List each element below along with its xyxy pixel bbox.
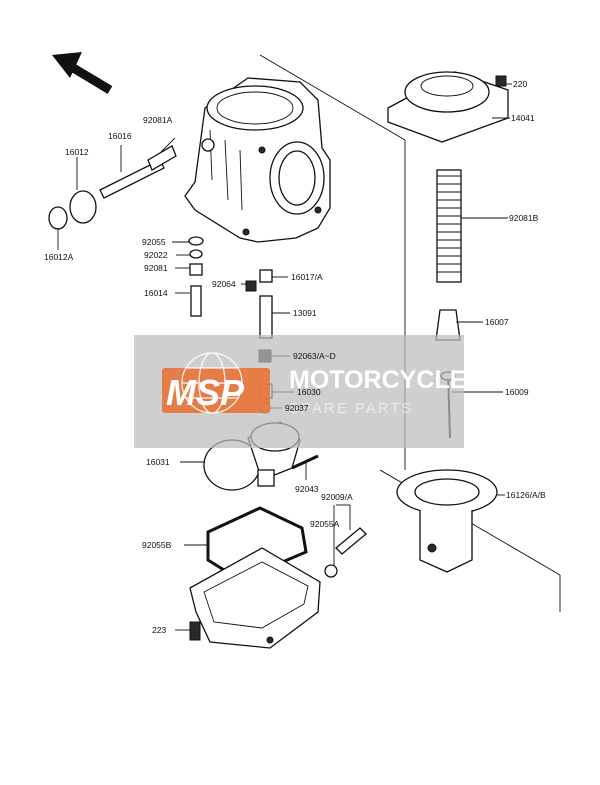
watermark-logo: MSP: [166, 372, 245, 413]
label-92055: 92055: [142, 237, 166, 247]
label-16031: 16031: [146, 457, 170, 467]
label-13091: 13091: [293, 308, 317, 318]
label-16016: 16016: [108, 131, 132, 141]
drain-screw: [324, 527, 367, 578]
label-16126: 16126/A/B: [506, 490, 546, 500]
label-92055b: 92055B: [142, 540, 172, 550]
screw-223: [189, 621, 201, 641]
label-92081a: 92081A: [143, 115, 173, 125]
watermark-line1: MOTORCYCLE: [289, 366, 466, 394]
label-16014: 16014: [144, 288, 168, 298]
label-92043: 92043: [295, 484, 319, 494]
label-16007: 16007: [485, 317, 509, 327]
vacuum-piston: [396, 469, 498, 573]
label-14041: 14041: [511, 113, 535, 123]
label-92055a: 92055A: [310, 519, 340, 529]
label-220: 220: [513, 79, 527, 89]
spring-92081b: [436, 169, 462, 283]
label-92081: 92081: [144, 263, 168, 273]
label-92022: 92022: [144, 250, 168, 260]
label-92063: 92063/A~D: [293, 351, 336, 361]
carburetor-body: [184, 77, 331, 243]
screw-220: [495, 75, 507, 87]
label-16017: 16017/A: [291, 272, 323, 282]
label-223: 223: [152, 625, 166, 635]
float-pin: [291, 454, 319, 470]
float-bowl-gasket: [206, 506, 308, 582]
watermark: MSP MOTORCYCLE SPARE PARTS: [134, 335, 466, 448]
label-92064: 92064: [212, 279, 236, 289]
label-16009: 16009: [505, 387, 529, 397]
label-16012a: 16012A: [44, 252, 74, 262]
label-16030: 16030: [297, 387, 321, 397]
label-16012: 16012: [65, 147, 89, 157]
label-92009: 92009/A: [321, 492, 353, 502]
watermark-globe-icon: [181, 352, 243, 414]
top-cover: [387, 71, 509, 143]
label-92037: 92037: [285, 403, 309, 413]
watermark-line2: SPARE PARTS: [289, 400, 414, 417]
float-bowl: [189, 547, 321, 649]
direction-arrow-icon: [52, 52, 113, 94]
label-92081b: 92081B: [509, 213, 539, 223]
part-labels: 220 14041 92081B 16007 16009 16126/A/B 9…: [44, 79, 546, 635]
pilot-screw-assembly: [48, 145, 177, 230]
